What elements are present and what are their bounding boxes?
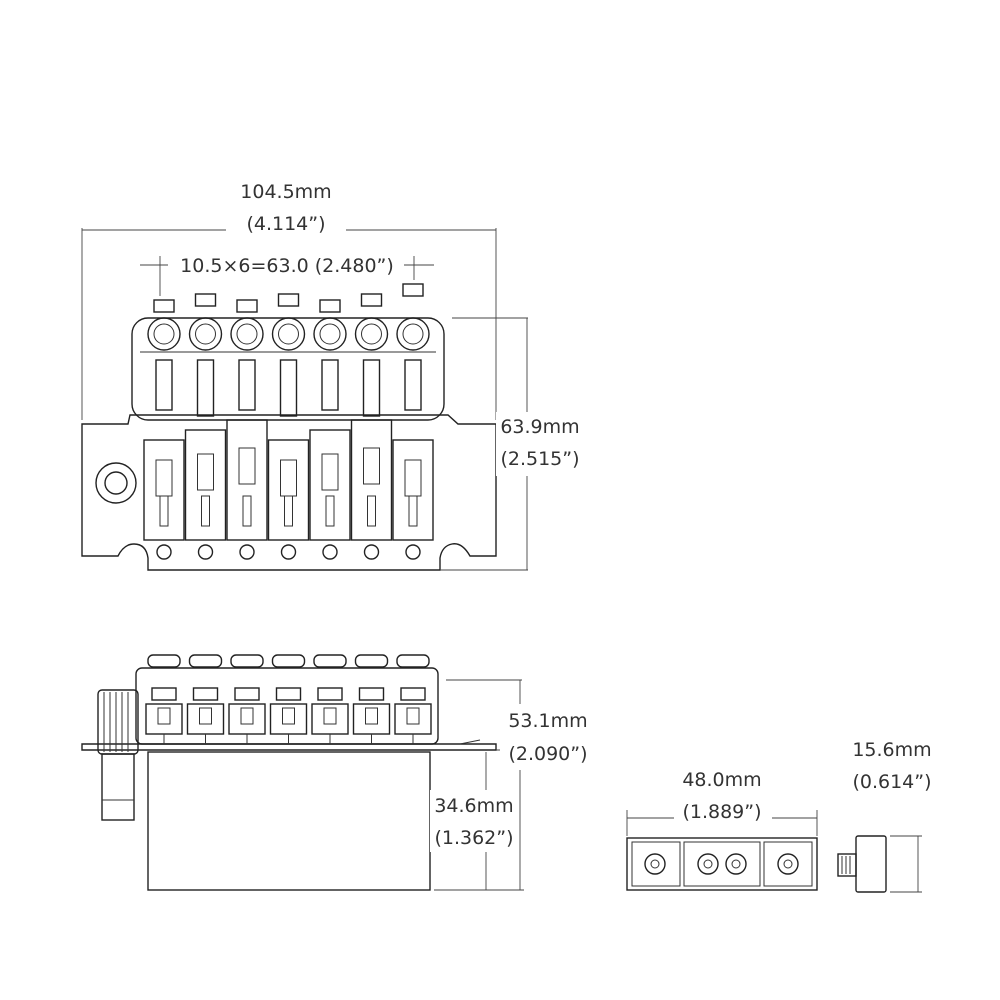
locking-nut-body xyxy=(626,837,818,891)
saddle-side-1 xyxy=(145,654,183,744)
saddle-side-5 xyxy=(311,654,349,744)
saddle-7 xyxy=(392,283,434,560)
top-width-mm-label: 104.5mm xyxy=(240,181,331,203)
saddle-side-3 xyxy=(228,654,266,744)
nut-screw-4 xyxy=(777,853,799,875)
dimension-top-depth: 63.9mm (2.515”) xyxy=(440,317,584,571)
block-height-in-label: (1.362”) xyxy=(434,827,513,849)
dimension-side-height: 53.1mm (2.090”) xyxy=(434,679,592,891)
saddle-side-4 xyxy=(269,654,308,744)
saddle-side-6 xyxy=(352,654,391,744)
side-post-shaft xyxy=(101,753,135,821)
nut-screw-1 xyxy=(644,853,666,875)
side-base-plate xyxy=(81,743,497,751)
dimension-locknut-width: 48.0mm (1.889”) xyxy=(626,766,818,836)
post-hole-inner xyxy=(104,471,128,495)
dimension-top-width: 104.5mm (4.114”) xyxy=(81,176,497,420)
top-view: 104.5mm (4.114”) 10.5×6=63.0 (2.480”) 63… xyxy=(81,176,584,571)
block-height-mm-label: 34.6mm xyxy=(434,795,513,817)
dimension-locknut-depth: 15.6mm (0.614”) xyxy=(852,739,932,893)
locking-nut-side-view: 15.6mm (0.614”) xyxy=(837,739,932,893)
saddle-6 xyxy=(350,293,393,560)
locking-nut-profile xyxy=(855,835,887,893)
locking-nut-top-view: 48.0mm (1.889”) xyxy=(626,766,818,891)
locking-nut-screw-side xyxy=(837,853,857,877)
dimension-string-spacing: 10.5×6=63.0 (2.480”) xyxy=(140,255,434,296)
saddle-side-2 xyxy=(186,654,225,744)
tremolo-block xyxy=(147,751,431,891)
locknut-width-mm-label: 48.0mm xyxy=(682,769,761,791)
saddle-group-top xyxy=(143,283,434,560)
nut-screw-2 xyxy=(697,853,719,875)
side-height-in-label: (2.090”) xyxy=(508,743,587,765)
saddle-side-7 xyxy=(394,654,432,744)
top-depth-in-label: (2.515”) xyxy=(500,448,579,470)
saddle-5 xyxy=(309,299,351,560)
locknut-depth-in-label: (0.614”) xyxy=(852,771,931,793)
saddle-3 xyxy=(226,299,268,560)
top-width-in-label: (4.114”) xyxy=(246,213,325,235)
saddle-2 xyxy=(184,293,227,560)
base-plate-outline xyxy=(81,414,497,571)
saddle-1 xyxy=(143,299,185,560)
dimension-block-height: 34.6mm (1.362”) xyxy=(430,752,518,890)
saddle-4 xyxy=(267,293,310,560)
side-height-mm-label: 53.1mm xyxy=(508,710,587,732)
side-saddle-housing xyxy=(135,667,439,745)
locknut-width-in-label: (1.889”) xyxy=(682,801,761,823)
side-view: 53.1mm (2.090”) 34.6mm (1.362”) xyxy=(81,654,592,891)
string-spacing-label: 10.5×6=63.0 (2.480”) xyxy=(180,255,394,277)
locknut-depth-mm-label: 15.6mm xyxy=(852,739,931,761)
post-hole-outer xyxy=(95,462,137,504)
top-depth-mm-label: 63.9mm xyxy=(500,416,579,438)
saddle-group-side xyxy=(145,654,432,744)
nut-screw-3 xyxy=(725,853,747,875)
